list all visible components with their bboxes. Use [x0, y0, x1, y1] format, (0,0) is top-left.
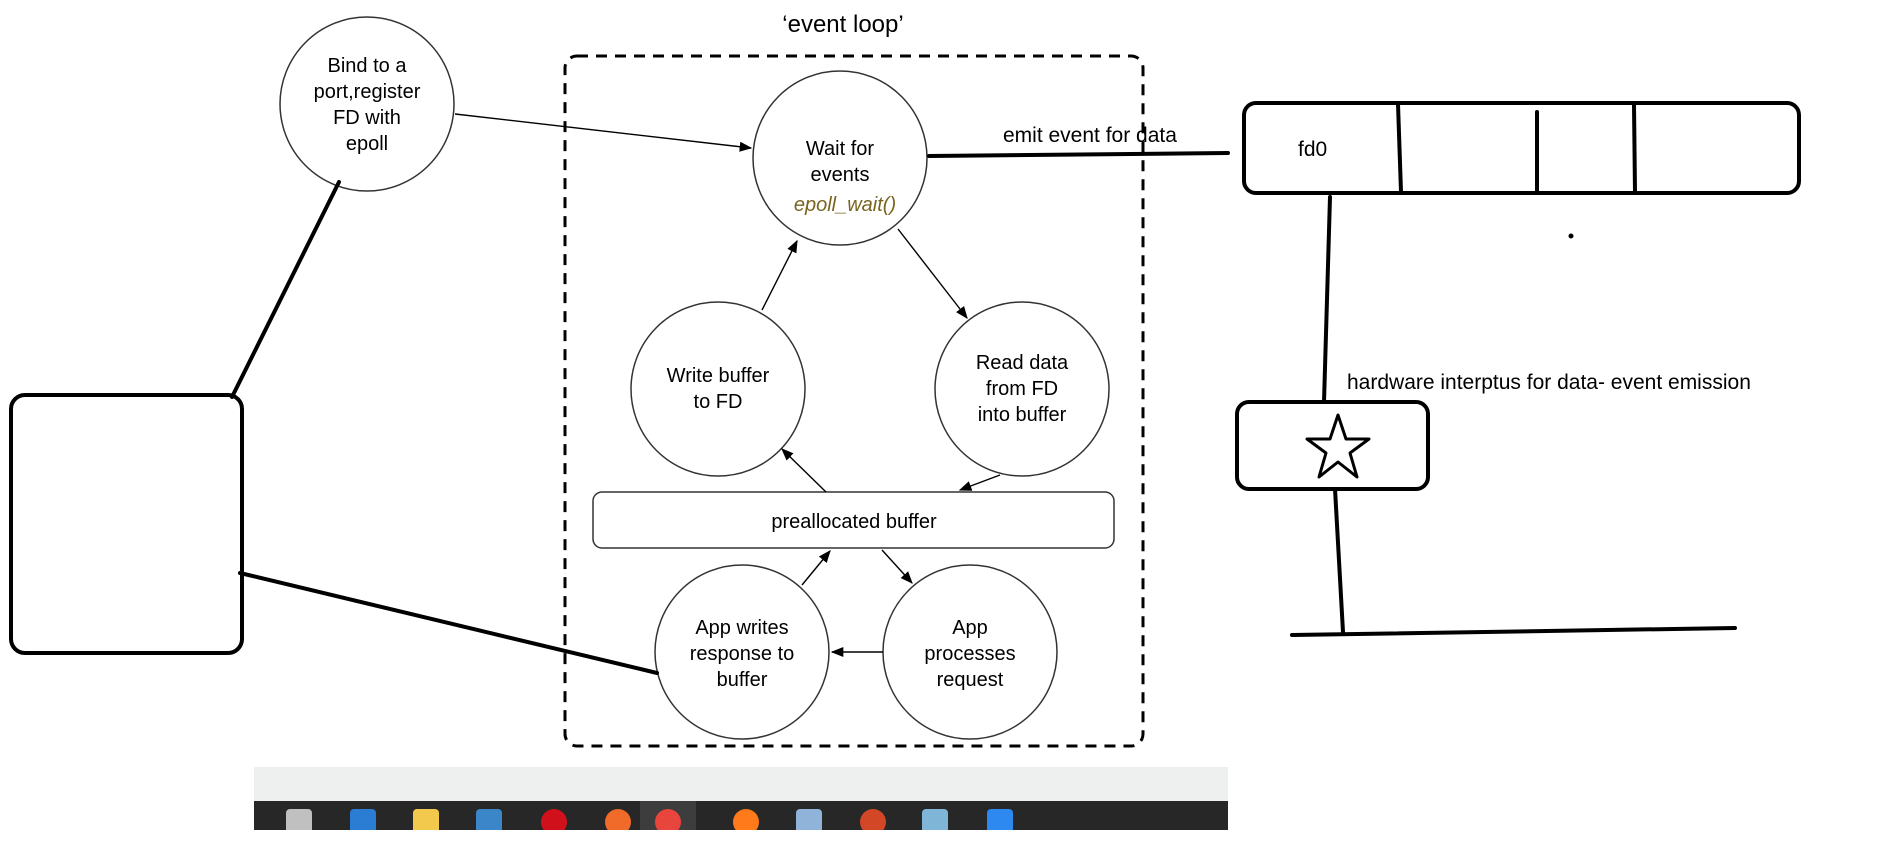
read-node: Read data from FD into buffer	[934, 301, 1110, 477]
chrome-icon[interactable]	[655, 809, 681, 830]
paint-icon[interactable]	[796, 809, 822, 830]
wait-line-2: events	[811, 164, 870, 186]
ground-line	[1290, 626, 1737, 637]
bind-node: Bind to a port,register FD with epoll	[279, 16, 455, 192]
write-node: Write buffer to FD	[630, 301, 806, 477]
bind-line-4: epoll	[346, 133, 388, 155]
mail-icon[interactable]	[350, 809, 376, 830]
firefox-icon[interactable]	[733, 809, 759, 830]
arrow-bind-to-wait	[454, 113, 753, 152]
wait-node: Wait for events epoll_wait()	[752, 70, 928, 246]
app-icon[interactable]	[476, 809, 502, 830]
wait-line-1: Wait for	[806, 138, 874, 160]
file-explorer-icon[interactable]	[413, 809, 439, 830]
hand-drawn-annotations	[9, 101, 1801, 675]
star-icon	[1305, 413, 1371, 479]
bind-line-3: FD with	[333, 107, 401, 129]
emit-event-label: emit event for data	[1003, 124, 1177, 147]
read-line-1: Read data	[976, 352, 1069, 374]
arrow-wait-to-read	[897, 228, 968, 319]
app-writes-line-1: App writes	[695, 617, 788, 639]
app-processes-node: App processes request	[882, 564, 1058, 740]
fd0-label: fd0	[1298, 138, 1327, 161]
read-line-3: into buffer	[978, 404, 1067, 426]
bind-line-2: port,register	[314, 81, 421, 103]
diagram-title: ‘event loop’	[782, 11, 903, 38]
buffer-label: preallocated buffer	[771, 511, 937, 533]
hardware-label: hardware interptus for data- event emiss…	[1347, 371, 1751, 394]
event-loop-container	[563, 54, 1145, 748]
hardware-box	[1235, 400, 1430, 491]
fd-table-box	[1242, 101, 1801, 195]
app-writes-line-2: response to	[690, 643, 795, 665]
app-writes-node: App writes response to buffer	[654, 564, 830, 740]
window-strip	[254, 767, 1228, 801]
bind-line-1: Bind to a	[328, 55, 408, 77]
arrow-read-to-buffer	[958, 474, 1001, 491]
buffer-node: preallocated buffer	[592, 491, 1115, 549]
fd-divider-1	[1396, 102, 1403, 194]
app-processes-line-2: processes	[924, 643, 1015, 665]
arrow-writes-to-buffer	[801, 550, 831, 586]
write-line-1: Write buffer	[667, 365, 770, 387]
client-box	[9, 393, 244, 655]
client-to-app-writes-line	[238, 571, 659, 675]
epoll-wait-label: epoll_wait()	[794, 194, 896, 216]
dot-mark	[1568, 233, 1574, 239]
notes-icon[interactable]	[922, 809, 948, 830]
write-line-2: to FD	[694, 391, 743, 413]
arrow-write-to-wait	[761, 239, 798, 311]
sublime-icon[interactable]	[605, 809, 631, 830]
store-icon[interactable]	[286, 809, 312, 830]
taskbar	[254, 801, 1228, 830]
arrow-buffer-to-processes	[881, 549, 913, 584]
opera-icon[interactable]	[541, 809, 567, 830]
photos-icon[interactable]	[987, 809, 1013, 830]
powerpoint-icon[interactable]	[860, 809, 886, 830]
arrow-buffer-to-write	[781, 448, 827, 493]
fd-to-hardware-line	[1322, 195, 1332, 404]
emit-event-line	[927, 151, 1230, 158]
hardware-to-ground-line	[1333, 487, 1345, 634]
fd-divider-3	[1632, 103, 1637, 194]
app-processes-line-1: App	[952, 617, 988, 639]
app-writes-line-3: buffer	[717, 669, 768, 691]
app-processes-line-3: request	[937, 669, 1004, 691]
read-line-2: from FD	[986, 378, 1058, 400]
bind-to-client-line	[230, 180, 341, 399]
